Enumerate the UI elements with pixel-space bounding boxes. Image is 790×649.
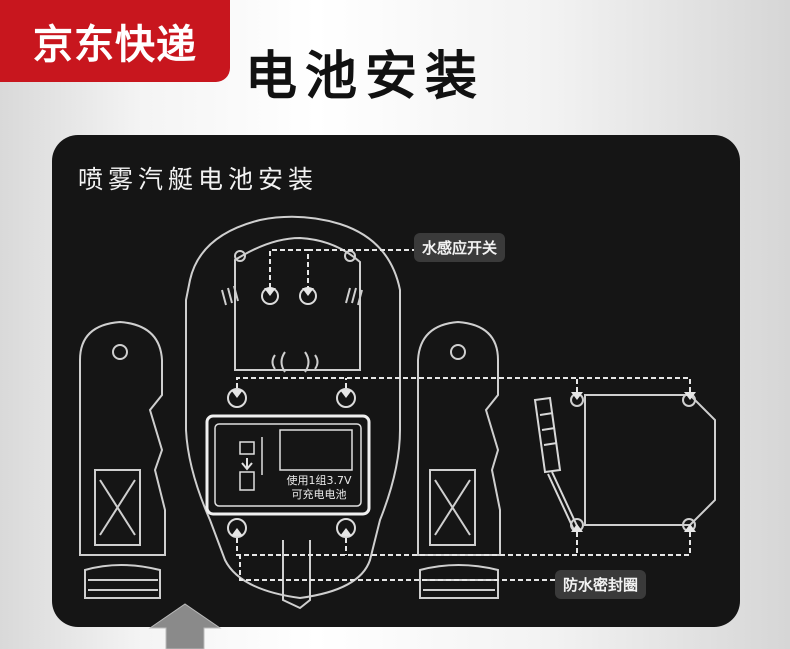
up-arrow-icon	[148, 603, 222, 649]
battery-label-line2: 可充电电池	[291, 488, 347, 501]
panel-title: 喷雾汽艇电池安装	[78, 165, 319, 194]
screwdriver-icon	[533, 396, 580, 532]
page-title: 电池安装	[245, 47, 486, 107]
callout-water-sensor-switch: 水感应开关	[414, 233, 506, 262]
battery-compartment	[205, 414, 371, 516]
battery-label-line1: 使用1组3.7V	[286, 474, 352, 487]
left-motor-pod	[79, 320, 166, 599]
battery-label: 使用1组3.7V 可充电电池	[276, 474, 362, 502]
battery-cover	[570, 393, 716, 532]
diagram-panel	[52, 135, 740, 627]
jd-express-badge: 京东快递	[0, 0, 230, 82]
right-motor-pod	[417, 320, 501, 599]
badge-text: 京东快递	[33, 22, 197, 68]
boat-hull	[185, 215, 401, 610]
callout-waterproof-seal: 防水密封圈	[555, 570, 647, 599]
